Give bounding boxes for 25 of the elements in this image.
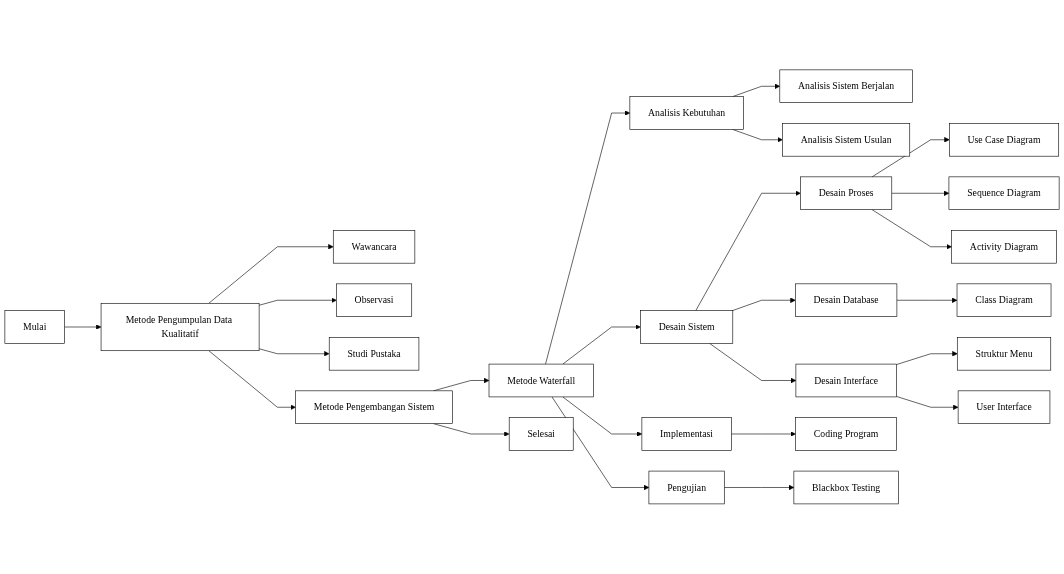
node-box: Class Diagram <box>956 283 1052 318</box>
node-box: Desain Sistem <box>640 310 734 344</box>
node-box: Analisis Sistem Usulan <box>782 123 911 157</box>
node-box: Desain Proses <box>800 176 893 211</box>
node-box: Use Case Diagram <box>949 123 1060 157</box>
node-box: Mulai <box>4 310 65 344</box>
node-box: Struktur Menu <box>956 337 1052 371</box>
node-box: Observasi <box>336 283 413 318</box>
node-box: Desain Interface <box>795 363 897 398</box>
node-box: Analisis Kebutuhan <box>629 96 744 130</box>
node-box: Metode Pengembangan Sistem <box>295 390 453 425</box>
node-box: Desain Database <box>795 283 898 318</box>
node-box: Studi Pustaka <box>328 337 420 371</box>
node-box: Analisis Sistem Berjalan <box>779 69 913 104</box>
node-box: Implementasi <box>641 417 732 451</box>
node-box: User Interface <box>957 390 1051 425</box>
node-box: Blackbox Testing <box>793 470 899 505</box>
node-box: Coding Program <box>795 417 897 451</box>
node-box: Activity Diagram <box>951 230 1057 264</box>
node-box: Metode Pengumpulan Data Kualitatif <box>100 303 260 352</box>
node-box: Pengujian <box>648 470 725 505</box>
node-box: Sequence Diagram <box>948 176 1060 211</box>
node-box: Metode Waterfall <box>488 363 594 398</box>
node-box: Wawancara <box>332 230 416 264</box>
node-box: Selesai <box>508 417 574 451</box>
